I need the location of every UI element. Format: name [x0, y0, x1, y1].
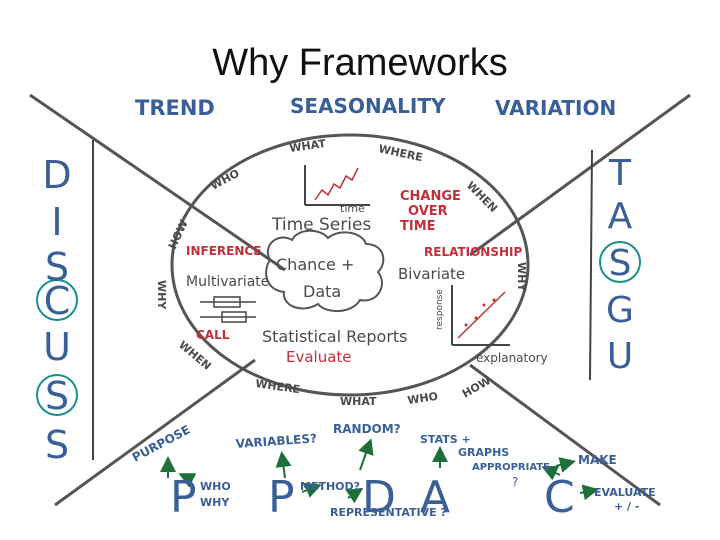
inference-label: INFERENCE	[186, 244, 261, 258]
representative-label: REPRESENTATIVE ?	[330, 506, 447, 519]
ppdac-letter-a: A	[420, 472, 450, 523]
chance-label: Chance +	[276, 255, 354, 274]
plus-minus-label: + / -	[614, 500, 639, 513]
ring-word-when-right: WHEN	[464, 179, 500, 215]
data-label: Data	[303, 282, 341, 301]
discuss-letter: S	[45, 423, 69, 467]
tasgu-letter: A	[608, 196, 633, 237]
question-mark: ?	[512, 475, 518, 489]
x-line-left-bottom	[54, 358, 256, 507]
method-label: METHOD?	[300, 480, 360, 493]
right-divider-line	[589, 149, 593, 381]
chance-data-cloud	[265, 229, 385, 312]
discuss-letter: C	[44, 279, 71, 323]
x-line-left-top	[29, 93, 286, 272]
appropriate-label: APPROPRIATE	[472, 462, 550, 473]
ppdac-letter-d: D	[362, 472, 396, 523]
discuss-letter: D	[42, 153, 71, 197]
tasgu-letter: U	[607, 336, 633, 377]
explanatory-label: explanatory	[476, 351, 548, 365]
make-label: MAKE	[578, 453, 617, 467]
tasgu-column: T A S G U	[606, 153, 634, 377]
ppdac-letter-p2: P	[268, 472, 295, 523]
trend-label: TREND	[135, 96, 215, 120]
green-arrows	[160, 438, 599, 504]
change-over-time-3: TIME	[400, 219, 436, 234]
boxplots	[200, 296, 256, 323]
stats-label: STATS +	[420, 433, 471, 446]
discuss-column: D I S C U S S	[42, 153, 71, 467]
ring-word-who-bottom: WHO	[407, 390, 439, 407]
time-series-label: Time Series	[271, 215, 371, 235]
time-axis-label: time	[340, 202, 365, 215]
graphs-label: GRAPHS	[458, 446, 509, 459]
ppdac-letter-p1: P	[170, 472, 197, 523]
evaluate-label: EVALUATE	[594, 486, 656, 499]
circle-discuss-c	[36, 279, 78, 321]
tasgu-letter: T	[608, 153, 632, 194]
discuss-letter: S	[45, 374, 69, 418]
outer-ellipse	[170, 133, 530, 397]
ring-word-how-bottom: HOW	[460, 374, 493, 401]
discuss-letter: I	[51, 200, 62, 244]
ppdac-letter-c: C	[544, 472, 575, 523]
ring-word-why-right: WHY	[515, 262, 528, 292]
ring-word-who: WHO	[208, 167, 241, 193]
random-label: RANDOM?	[333, 422, 401, 436]
scatter-chart	[451, 285, 510, 346]
discuss-letter: U	[43, 325, 71, 369]
response-label: response	[435, 289, 445, 330]
tasgu-letter: G	[606, 290, 634, 331]
x-line-right-bottom	[469, 363, 661, 507]
variables-label: VARIABLES?	[235, 431, 317, 451]
circle-tasgu-s	[599, 241, 641, 283]
ring-word-why-left: WHY	[155, 280, 168, 310]
x-line-right-top	[469, 93, 691, 257]
tasgu-letter: S	[609, 243, 632, 284]
slide-title: Why Frameworks	[212, 42, 508, 84]
ring-word-what-top: WHAT	[289, 137, 327, 155]
evaluate-inner-label: Evaluate	[286, 348, 352, 366]
why-label: WHY	[200, 496, 230, 509]
who-label: WHO	[200, 480, 231, 493]
change-over-time-1: CHANGE	[400, 189, 461, 204]
ring-word-what-bottom: WHAT	[340, 395, 377, 408]
circle-discuss-s	[36, 374, 78, 416]
variation-label: VARIATION	[495, 96, 616, 120]
ring-word-where-bottom: WHERE	[255, 377, 301, 396]
relationship-label: RELATIONSHIP	[424, 245, 522, 259]
time-series-chart	[304, 165, 370, 206]
multivariate-label: Multivariate	[186, 274, 269, 290]
change-over-time-2: OVER	[408, 204, 448, 219]
seasonality-label: SEASONALITY	[290, 94, 446, 118]
bivariate-label: Bivariate	[398, 265, 465, 283]
discuss-letter: S	[45, 245, 69, 289]
call-label: CALL	[196, 328, 230, 342]
statistical-reports-label: Statistical Reports	[262, 327, 408, 346]
